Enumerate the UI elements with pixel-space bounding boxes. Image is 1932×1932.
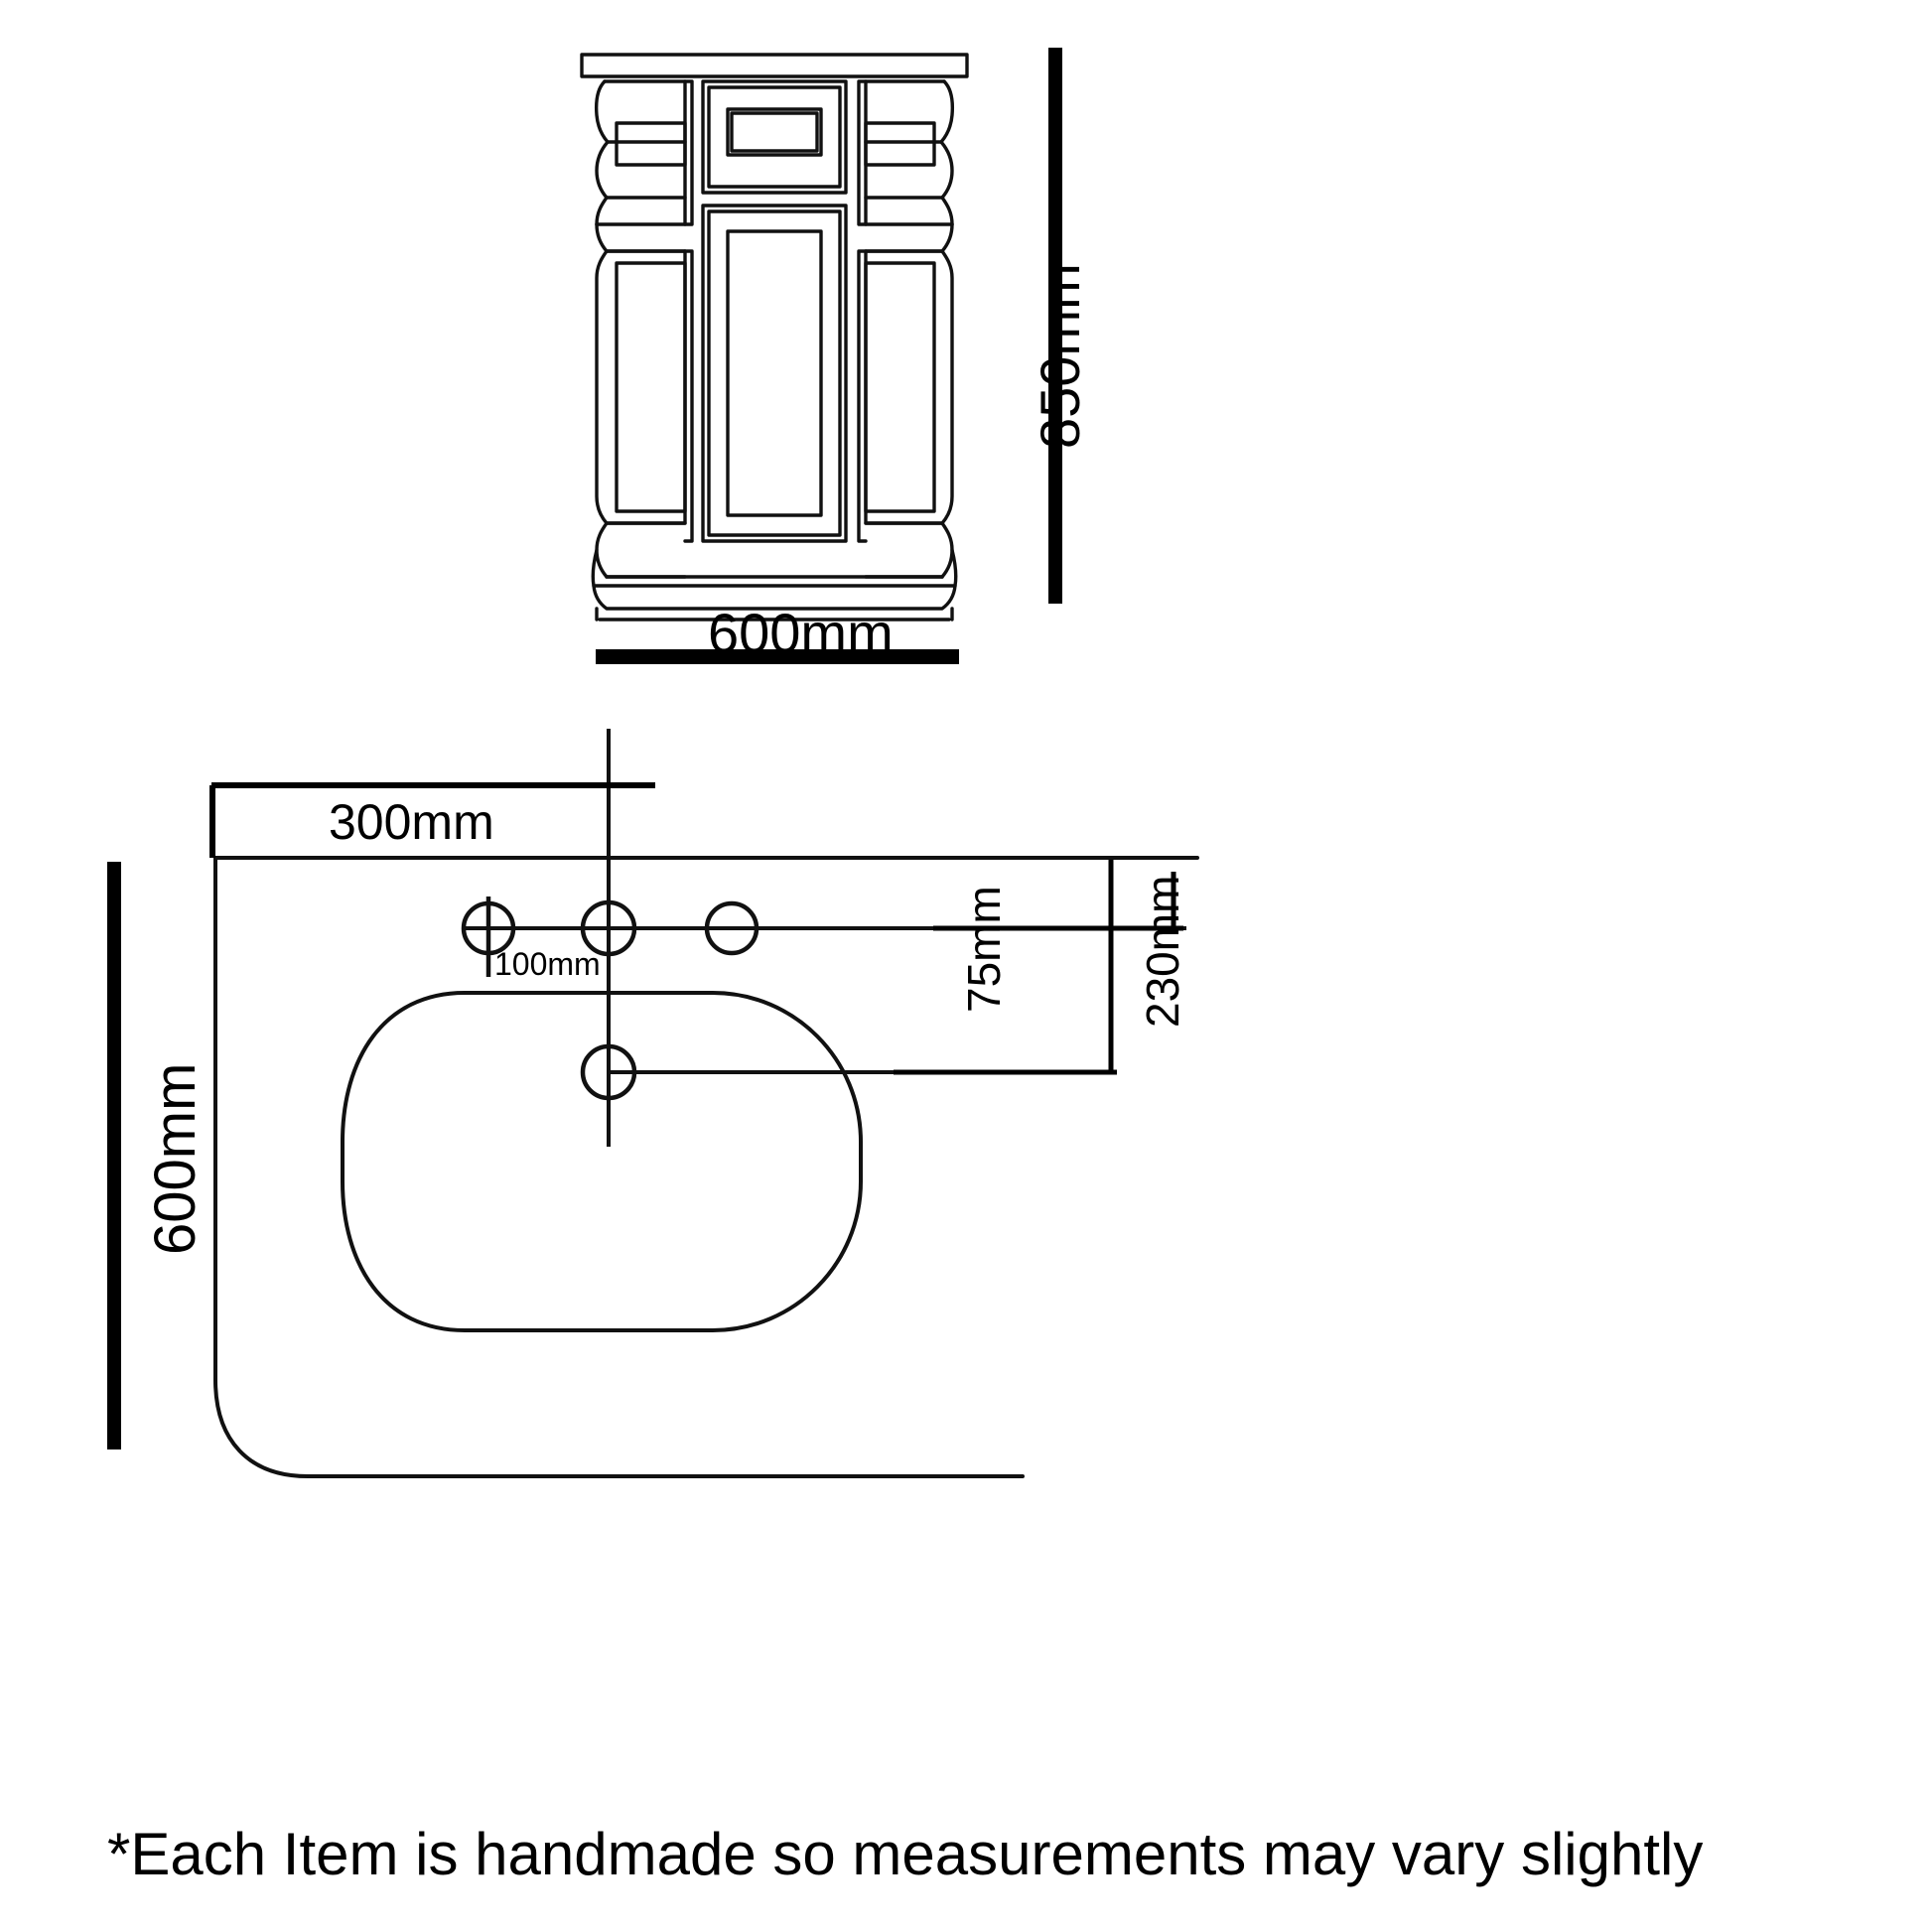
- plan-centre-lines: [463, 729, 1186, 1147]
- width-dimension-bar: [596, 649, 959, 664]
- front-elevation-view: [580, 53, 969, 621]
- dimension-230mm: [894, 860, 1117, 1075]
- countertop-outline: [213, 856, 1199, 1478]
- basin-bowl-outline: [341, 991, 863, 1332]
- top-plan-view: [213, 856, 1199, 1478]
- worktop-slab: [580, 53, 969, 78]
- tap-hole-left: [461, 897, 516, 977]
- plan-depth-dimension-bar: [107, 862, 121, 1449]
- door-lower-left: [605, 249, 694, 543]
- drawer-upper-left: [595, 79, 694, 226]
- base-plinth: [591, 548, 958, 621]
- dimension-label-100mm: 100mm: [494, 946, 601, 982]
- height-dimension-bar: [1048, 48, 1062, 604]
- drawer-upper-right: [857, 79, 954, 226]
- dimension-75mm: [933, 872, 1183, 931]
- dimension-label-300mm: 300mm: [329, 794, 494, 850]
- drawer-upper-centre: [701, 79, 848, 195]
- left-column-upper: [595, 79, 687, 226]
- tap-hole-right: [704, 900, 759, 956]
- right-column-upper: [864, 79, 954, 226]
- door-lower-right: [857, 249, 944, 543]
- dimension-label-230mm: 230mm: [1137, 875, 1188, 1028]
- dimension-label-600mm-depth: 600mm: [143, 1062, 207, 1255]
- hole-group: [461, 897, 759, 1101]
- dimension-300mm: [209, 782, 655, 858]
- handmade-variance-note: *Each Item is handmade so measurements m…: [107, 1821, 1704, 1887]
- tap-hole-centre: [580, 899, 637, 957]
- dimension-label-850mm: 850mm: [1029, 263, 1091, 449]
- door-lower-centre: [701, 204, 848, 543]
- dimension-label-75mm: 75mm: [958, 886, 1010, 1013]
- waste-hole: [580, 1043, 637, 1101]
- dimension-label-600mm-width: 600mm: [708, 602, 894, 664]
